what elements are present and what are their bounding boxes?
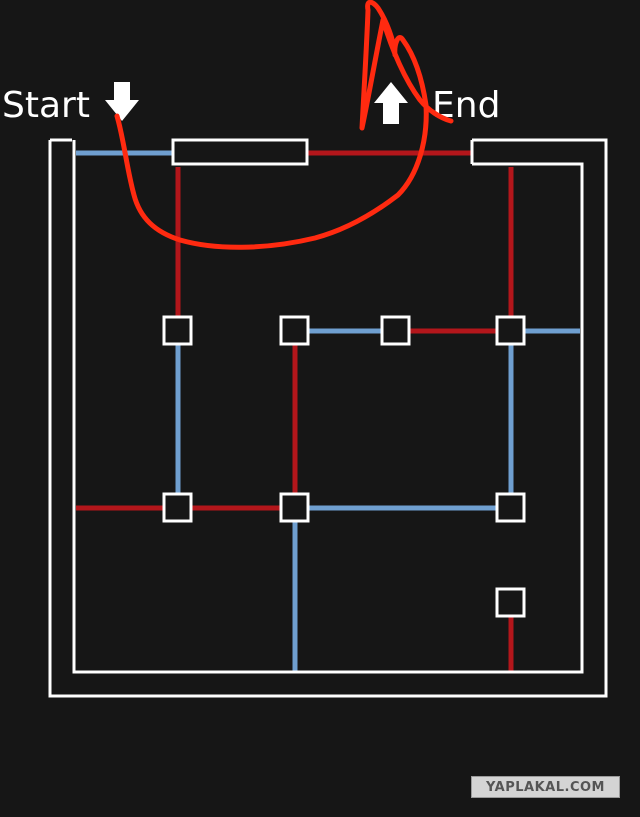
arrow-down-icon (105, 82, 139, 121)
node (279, 315, 310, 346)
nodes (162, 315, 526, 618)
start-label: Start (2, 85, 90, 126)
node (162, 315, 193, 346)
scribble-path (114, 0, 454, 250)
node (162, 492, 193, 523)
node (279, 492, 310, 523)
wall-inner (72, 140, 584, 674)
watermark: YAPLAKAL.COM (471, 776, 620, 798)
arrow-up-icon (374, 82, 408, 124)
node (495, 492, 526, 523)
edges (76, 150, 580, 672)
node (380, 315, 411, 346)
node (495, 587, 526, 618)
maze-walls (48, 138, 608, 698)
node (495, 315, 526, 346)
gate-top-left (171, 138, 309, 166)
wall-outer (48, 138, 608, 698)
